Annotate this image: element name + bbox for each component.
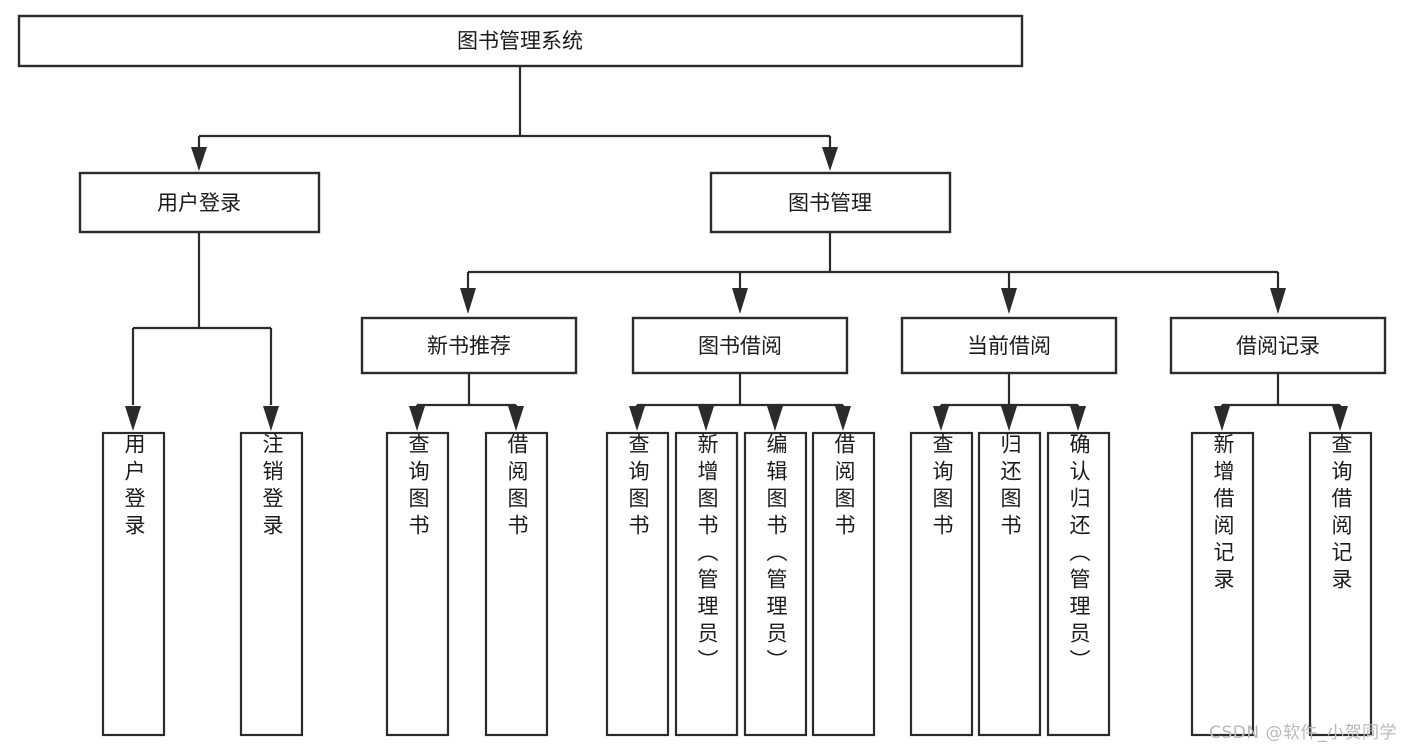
leaf-box[interactable]	[743, 431, 808, 737]
level3-box[interactable]	[900, 316, 1118, 375]
level2-label: 用户登录	[157, 191, 241, 215]
arrow-head-icon	[1214, 406, 1230, 431]
csdn-watermark: CSDN @软件_小贺同学	[1209, 723, 1397, 743]
leaf-box[interactable]	[101, 431, 166, 737]
arrow-head-icon	[732, 288, 748, 314]
node-current-borrow[interactable]: 当前借阅	[900, 316, 1118, 375]
leaf-box[interactable]	[484, 431, 549, 737]
level2-box[interactable]	[78, 171, 321, 234]
connector-user-login-to-leaves	[125, 232, 279, 431]
leaf-box[interactable]	[1308, 431, 1373, 737]
connector-book-management-to-level3	[460, 232, 1286, 314]
arrow-head-icon	[460, 288, 476, 314]
root-box[interactable]	[17, 14, 1024, 68]
leaf-box[interactable]	[977, 431, 1042, 737]
arrow-head-icon	[1001, 406, 1017, 431]
node-book-borrow[interactable]: 图书借阅	[631, 316, 849, 375]
arrow-head-icon	[822, 147, 838, 171]
node-new-book-recommend[interactable]: 新书推荐	[360, 316, 578, 375]
arrow-head-icon	[508, 406, 524, 431]
connector-root-to-level2	[191, 66, 838, 171]
arrow-head-icon	[1270, 288, 1286, 314]
arrow-head-icon	[1332, 406, 1348, 431]
connector-book-borrow-to-leaves	[629, 373, 851, 431]
arrow-head-icon	[933, 406, 949, 431]
level3-label: 当前借阅	[967, 334, 1051, 358]
node-root[interactable]: 图书管理系统	[17, 14, 1024, 68]
root-label: 图书管理系统	[457, 29, 583, 53]
arrow-head-icon	[835, 406, 851, 431]
leaf-box[interactable]	[605, 431, 670, 737]
arrow-head-icon	[698, 406, 714, 431]
arrow-head-icon	[409, 406, 425, 431]
arrow-head-icon	[629, 406, 645, 431]
node-borrow-record[interactable]: 借阅记录	[1169, 316, 1387, 375]
connector-current-borrow-to-leaves	[933, 373, 1086, 431]
leaf-box[interactable]	[909, 431, 974, 737]
arrow-head-icon	[191, 147, 207, 171]
level2-label: 图书管理	[788, 191, 872, 215]
level3-box[interactable]	[360, 316, 578, 375]
node-user-login[interactable]: 用户登录	[78, 171, 321, 234]
leaf-box[interactable]	[1190, 431, 1255, 737]
level3-label: 新书推荐	[427, 334, 511, 358]
connector-new-book-recommend-to-leaves	[409, 373, 524, 431]
connector-borrow-record-to-leaves	[1214, 373, 1348, 431]
leaf-box[interactable]	[1046, 431, 1111, 737]
arrow-head-icon	[263, 406, 279, 431]
node-book-management[interactable]: 图书管理	[709, 171, 952, 234]
arrow-head-icon	[1070, 406, 1086, 431]
leaf-box[interactable]	[674, 431, 739, 737]
leaf-box[interactable]	[385, 431, 450, 737]
arrow-head-icon	[1001, 288, 1017, 314]
leaf-box[interactable]	[239, 431, 304, 737]
level3-label: 图书借阅	[698, 334, 782, 358]
level3-label: 借阅记录	[1236, 334, 1320, 358]
arrow-head-icon	[767, 406, 783, 431]
leaf-box[interactable]	[811, 431, 876, 737]
arrow-head-icon	[125, 406, 141, 431]
